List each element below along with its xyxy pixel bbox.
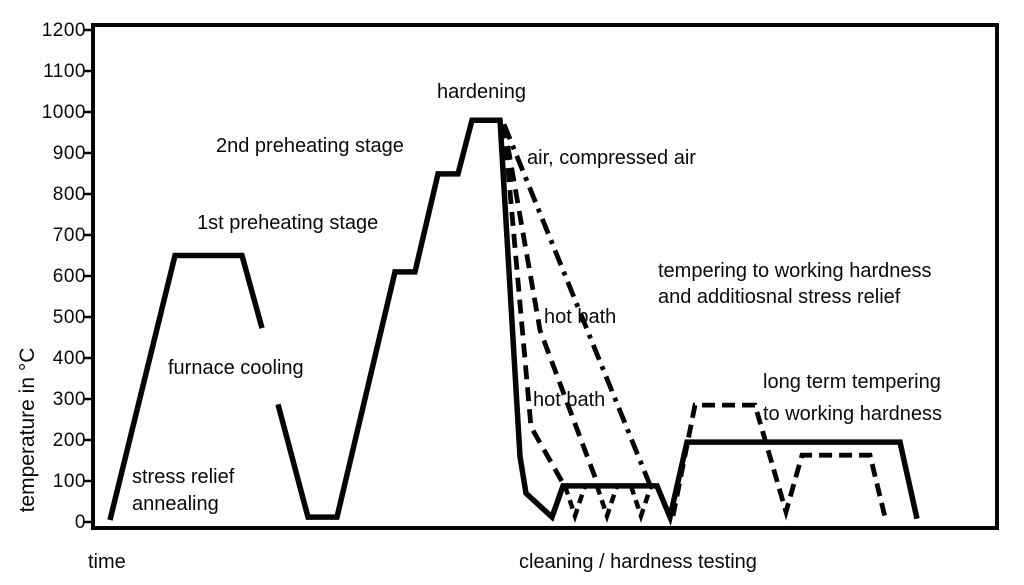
chart-annotation: hardening — [437, 81, 526, 103]
curve-4 — [501, 123, 653, 487]
chart-annotation: stress relief annealing — [132, 466, 235, 515]
x-axis-title: time — [88, 551, 126, 573]
curve-8 — [670, 402, 888, 521]
y-tick-label: 800 — [52, 184, 86, 205]
chart-annotation: hot bath — [544, 306, 617, 328]
y-tick-label: 700 — [52, 225, 86, 246]
y-tick-label: 1100 — [43, 61, 86, 82]
x-axis-note: cleaning / hardness testing — [519, 551, 757, 573]
chart-annotation: tempering to working hardness and additi… — [658, 260, 932, 308]
y-tick-label: 0 — [74, 512, 86, 533]
chart-annotation: furnace cooling — [168, 357, 304, 379]
y-tick-label: 600 — [52, 266, 86, 287]
plot-frame — [91, 23, 999, 530]
chart-annotation: 1st preheating stage — [197, 212, 379, 234]
chart-annotation: long term tempering to working hardness — [763, 371, 942, 425]
chart-annotation: hot bath — [533, 389, 606, 411]
curve-5 — [562, 485, 588, 524]
curve-7 — [628, 485, 654, 524]
y-tick-label: 1000 — [41, 102, 86, 123]
y-tick-label: 500 — [52, 307, 86, 328]
curve-0 — [107, 252, 265, 521]
curve-3 — [501, 123, 601, 486]
y-tick-label: 200 — [52, 430, 86, 451]
curve-6 — [594, 485, 620, 524]
chart-annotation: 2nd preheating stage — [216, 135, 404, 157]
y-tick-label: 100 — [52, 471, 86, 492]
y-tick-label: 300 — [52, 389, 86, 410]
y-tick-label: 1200 — [41, 20, 86, 41]
chart-annotation: air, compressed air — [527, 147, 696, 169]
curve-2 — [501, 124, 567, 487]
y-tick-label: 900 — [52, 143, 86, 164]
y-tick-label: 400 — [52, 348, 86, 369]
